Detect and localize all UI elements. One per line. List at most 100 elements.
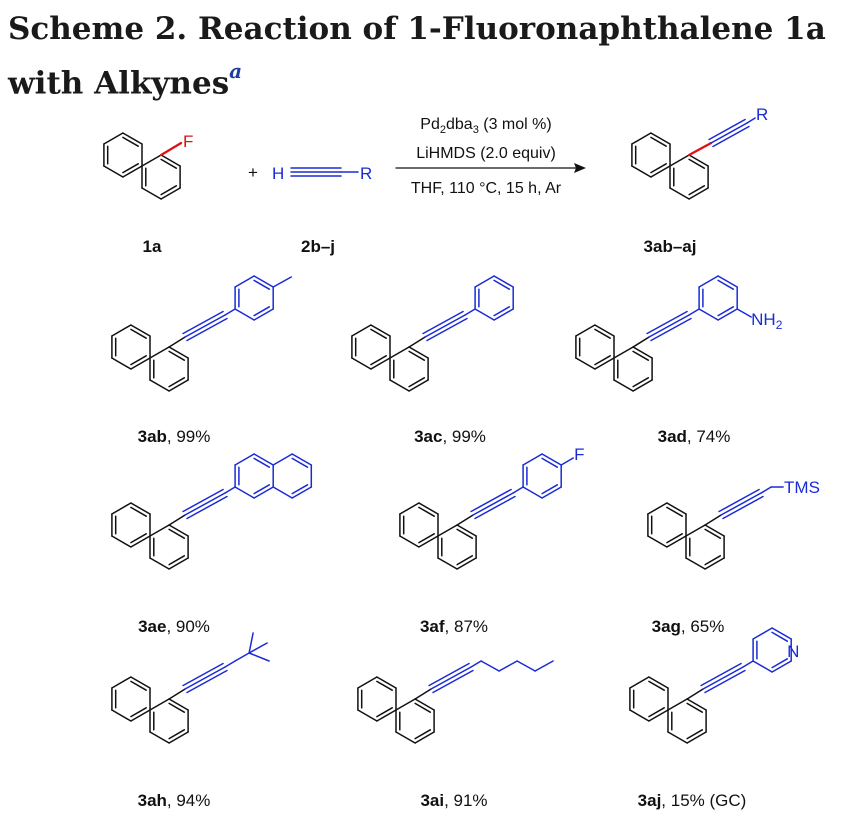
bond (130, 676, 151, 689)
bond (700, 662, 742, 687)
bond (376, 707, 393, 718)
product-caption-3ah: 3ah, 94% (138, 791, 211, 810)
svg-text:3ac, 99%: 3ac, 99% (414, 427, 486, 446)
bond (253, 453, 274, 466)
bond (234, 308, 255, 321)
bond (717, 308, 738, 321)
bond (182, 310, 224, 335)
bond (253, 457, 271, 468)
bond (667, 698, 688, 711)
bond (376, 680, 393, 691)
bond (760, 486, 772, 494)
bond (130, 324, 151, 337)
bond (470, 488, 512, 513)
product-id: 3ab (138, 427, 167, 446)
bond (149, 524, 170, 537)
bond (149, 346, 170, 359)
bond (594, 357, 615, 370)
product-caption-3ae: 3ae, 90% (138, 617, 210, 636)
bond (428, 662, 470, 687)
bond (168, 379, 189, 392)
bond (560, 457, 574, 466)
bond (168, 702, 186, 713)
bond (613, 379, 634, 392)
bond (149, 379, 170, 392)
bond (541, 453, 562, 466)
product-id: 3ac (414, 427, 442, 446)
svg-text:3ai, 91%: 3ai, 91% (420, 791, 487, 810)
amine-atom-label: NH2 (751, 310, 783, 332)
bond (480, 660, 500, 672)
svg-text:3ah, 94%: 3ah, 94% (138, 791, 211, 810)
bond-layer (103, 117, 792, 744)
bond (376, 709, 397, 722)
bond (430, 666, 472, 690)
bond (130, 328, 147, 339)
bond (376, 676, 397, 689)
bond (669, 154, 690, 167)
bond (493, 279, 511, 290)
bond (291, 486, 313, 499)
bond (648, 314, 690, 338)
bond (493, 308, 514, 321)
bond (272, 453, 293, 466)
bond (122, 136, 139, 147)
product-yield: , 99% (167, 427, 210, 446)
bond (717, 275, 738, 288)
bond (186, 495, 228, 520)
bond (414, 731, 435, 744)
bond (418, 533, 435, 544)
svg-text:3af, 87%: 3af, 87% (420, 617, 488, 636)
bond (704, 669, 746, 694)
bond (771, 658, 789, 669)
r-group-label-product: R (756, 105, 768, 124)
bond (408, 346, 429, 359)
product-yield: , 65% (681, 617, 724, 636)
bond (182, 488, 224, 513)
bond (686, 702, 704, 713)
bond (149, 731, 170, 744)
bond (168, 377, 186, 388)
bond (418, 506, 435, 517)
bond (414, 729, 432, 740)
bond (650, 165, 671, 178)
bond (291, 453, 313, 466)
product-id: 3ad (658, 427, 687, 446)
bond (111, 535, 132, 548)
product-yield: , 15% (GC) (661, 791, 746, 810)
footnote-mark: a (229, 59, 243, 83)
product-yield: , 90% (166, 617, 209, 636)
bond (594, 355, 611, 366)
bond (631, 132, 652, 145)
bond (122, 163, 139, 174)
bond (647, 502, 668, 515)
bond (632, 350, 650, 361)
bond (234, 453, 255, 466)
pyridine-nitrogen-label: N (787, 642, 799, 661)
bond (650, 317, 692, 342)
bond (704, 528, 722, 539)
bond (351, 357, 372, 370)
bond (718, 488, 760, 513)
product-yield: , 91% (444, 791, 487, 810)
bond (182, 662, 224, 687)
bond (130, 680, 147, 691)
bond (389, 379, 410, 392)
bond (666, 502, 687, 515)
svg-text:3ag, 65%: 3ag, 65% (652, 617, 725, 636)
bond (685, 524, 706, 537)
bond (370, 324, 391, 337)
bond (752, 660, 773, 673)
bond (534, 660, 554, 672)
bond (736, 308, 752, 318)
bond (291, 484, 309, 495)
bond (650, 132, 671, 145)
bond (168, 528, 186, 539)
bond (184, 492, 226, 516)
bond (650, 163, 667, 174)
product-id: 3ae (138, 617, 166, 636)
bond (688, 154, 709, 167)
bond (426, 317, 468, 342)
bond (184, 666, 226, 690)
